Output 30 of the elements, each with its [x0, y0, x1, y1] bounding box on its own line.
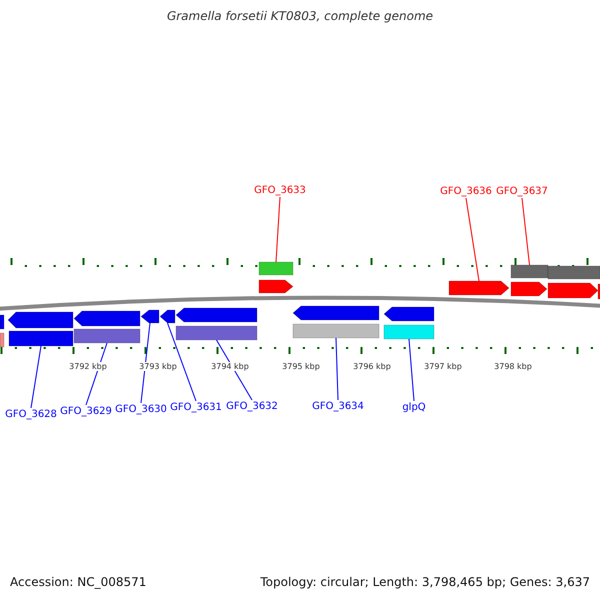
scale-label: 3793 kbp: [138, 362, 178, 371]
accession-text: Accession: NC_008571: [10, 575, 146, 589]
leader-line: [408, 338, 414, 402]
gene-label: GFO_3637: [494, 185, 550, 198]
gene-label: GFO_3631: [168, 401, 224, 414]
leader-line: [276, 196, 280, 262]
gene-label: GFO_3636: [438, 185, 494, 198]
gene-label: GFO_3629: [58, 405, 114, 418]
scale-label: 3798 kbp: [493, 362, 533, 371]
gene-label: GFO_3630: [113, 403, 169, 416]
gene-label: GFO_3632: [224, 400, 280, 413]
scale-label: 3794 kbp: [210, 362, 250, 371]
leader-line: [30, 346, 42, 408]
leader-line: [336, 338, 338, 400]
title: Gramella forsetii KT0803, complete genome: [166, 9, 434, 23]
leader-line: [86, 342, 108, 406]
leader-line: [167, 322, 196, 402]
scale-label: 3792 kbp: [68, 362, 108, 371]
scale-label: 3795 kbp: [281, 362, 321, 371]
genome-info-text: Topology: circular; Length: 3,798,465 bp; Genes: 3,637: [260, 575, 590, 589]
leader-line: [466, 198, 480, 282]
leader-line: [216, 340, 252, 400]
leader-line: [140, 322, 150, 404]
gene-label: GFO_3628: [3, 408, 59, 421]
scale-label: 3796 kbp: [352, 362, 392, 371]
gene-label: GFO_3633: [252, 184, 308, 197]
gene-label: GFO_3634: [310, 400, 366, 413]
scale-label: 3797 kbp: [423, 362, 463, 371]
gene-label: glpQ: [386, 401, 442, 414]
leader-line: [522, 198, 530, 266]
